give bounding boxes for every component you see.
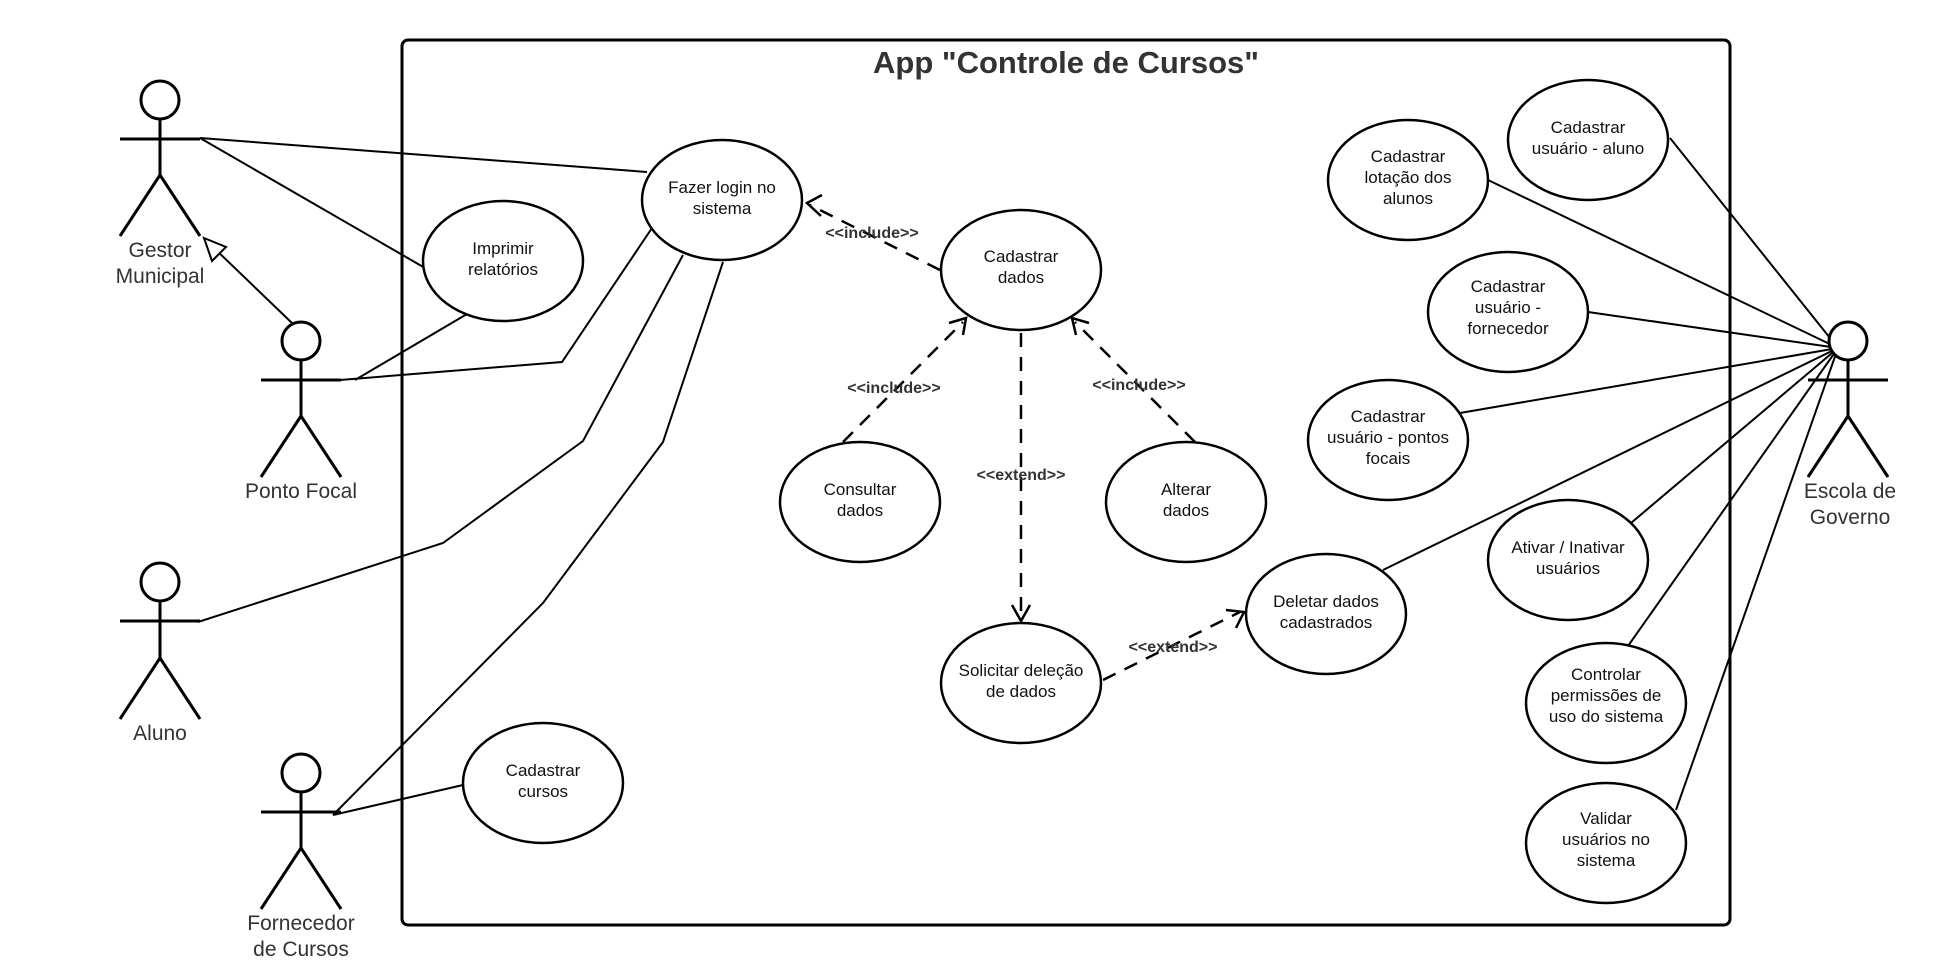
label-extend-deletar: <<extend>> <box>1129 639 1218 656</box>
svg-text:Controlar: Controlar <box>1571 665 1641 684</box>
assoc-gestor-imprimir <box>199 137 426 269</box>
uc-deletar-dados: Deletar dados cadastrados <box>1244 552 1408 676</box>
actor-gestor-municipal-icon <box>118 79 202 237</box>
assoc-fornecedor-login <box>332 261 724 816</box>
svg-text:sistema: sistema <box>693 199 752 218</box>
actor-escola-label-2: Governo <box>1810 506 1891 529</box>
uc-cadastrar-fornecedor: Cadastrar usuário - fornecedor <box>1426 250 1590 374</box>
svg-text:cursos: cursos <box>518 782 568 801</box>
svg-text:usuário - aluno: usuário - aluno <box>1532 139 1644 158</box>
uc-alterar-dados: Alterar dados <box>1104 440 1268 564</box>
svg-text:usuário -: usuário - <box>1475 298 1541 317</box>
svg-text:lotação dos: lotação dos <box>1365 168 1452 187</box>
svg-text:Imprimir: Imprimir <box>472 239 534 258</box>
generalization-arrow <box>202 236 293 324</box>
svg-text:Deletar dados: Deletar dados <box>1273 592 1379 611</box>
uc-cadastrar-usuario-aluno: Cadastrar usuário - aluno <box>1506 78 1670 202</box>
svg-text:Cadastrar: Cadastrar <box>506 761 581 780</box>
assoc-aluno-login <box>197 254 684 623</box>
actor-aluno-icon <box>118 561 202 720</box>
svg-text:usuário - pontos: usuário - pontos <box>1327 428 1449 447</box>
svg-text:fornecedor: fornecedor <box>1467 319 1549 338</box>
actor-ponto-focal-label: Ponto Focal <box>245 480 357 503</box>
svg-text:Cadastrar: Cadastrar <box>1351 407 1426 426</box>
uc-cadastrar-lotacao: Cadastrar lotação dos alunos <box>1326 118 1490 242</box>
svg-text:Consultar: Consultar <box>824 480 897 499</box>
actor-ponto-focal-icon <box>259 320 343 478</box>
svg-text:alunos: alunos <box>1383 189 1433 208</box>
actor-gestor-label-2: Municipal <box>116 265 205 288</box>
uc-imprimir-relatorios: Imprimir relatórios <box>421 199 585 323</box>
svg-text:relatórios: relatórios <box>468 260 538 279</box>
assoc-fornecedor-cursos <box>332 784 464 816</box>
uc-controlar-permissoes: Controlar permissões de uso do sistema <box>1524 641 1688 765</box>
svg-text:usuários no: usuários no <box>1562 830 1650 849</box>
label-include-consultar: <<include>> <box>847 380 940 397</box>
svg-text:Cadastrar: Cadastrar <box>1371 147 1446 166</box>
svg-text:Solicitar deleção: Solicitar deleção <box>959 661 1084 680</box>
svg-text:permissões de: permissões de <box>1551 686 1662 705</box>
dependencies <box>804 193 1246 682</box>
svg-text:focais: focais <box>1366 449 1410 468</box>
actor-fornecedor-label-1: Fornecedor <box>247 912 354 935</box>
assoc-ponto-imprimir <box>354 313 468 381</box>
actor-fornecedor-label-2: de Cursos <box>253 938 349 961</box>
uc-cadastrar-dados: Cadastrar dados <box>939 208 1103 332</box>
escola-associations <box>1382 137 1839 811</box>
uc-cadastrar-cursos: Cadastrar cursos <box>461 721 625 845</box>
svg-text:Cadastrar: Cadastrar <box>1471 277 1546 296</box>
svg-text:usuários: usuários <box>1536 559 1600 578</box>
label-include-alterar: <<include>> <box>1092 377 1185 394</box>
uc-validar-usuarios: Validar usuários no sistema <box>1524 781 1688 905</box>
svg-text:Cadastrar: Cadastrar <box>1551 118 1626 137</box>
actor-escola-governo-icon <box>1806 320 1890 478</box>
svg-text:Validar: Validar <box>1580 809 1632 828</box>
actor-fornecedor-icon <box>259 752 343 910</box>
uc-ativar-inativar: Ativar / Inativar usuários <box>1486 498 1650 622</box>
svg-text:de dados: de dados <box>986 682 1056 701</box>
svg-text:Alterar: Alterar <box>1161 480 1211 499</box>
actor-escola-label-1: Escola de <box>1804 480 1896 503</box>
actor-gestor-label-1: Gestor <box>128 239 191 262</box>
label-include-login: <<include>> <box>825 225 918 242</box>
svg-text:Fazer login no: Fazer login no <box>668 178 776 197</box>
svg-text:Ativar / Inativar: Ativar / Inativar <box>1511 538 1625 557</box>
assoc-ponto-login <box>339 227 653 381</box>
associations <box>197 137 1839 816</box>
uc-solicitar-delecao: Solicitar deleção de dados <box>939 621 1103 745</box>
system-boundary <box>400 38 1732 927</box>
svg-text:uso do sistema: uso do sistema <box>1549 707 1664 726</box>
svg-text:Cadastrar: Cadastrar <box>984 247 1059 266</box>
assoc-gestor-login <box>199 137 648 173</box>
svg-text:dados: dados <box>837 501 883 520</box>
svg-text:sistema: sistema <box>1577 851 1636 870</box>
label-extend-solicitar: <<extend>> <box>977 467 1066 484</box>
system-title: App "Controle de Cursos" <box>873 45 1259 80</box>
actor-aluno-label: Aluno <box>133 722 187 745</box>
uc-fazer-login: Fazer login no sistema <box>640 138 804 262</box>
uc-cadastrar-pontos-focais: Cadastrar usuário - pontos focais <box>1306 378 1470 502</box>
svg-text:dados: dados <box>998 268 1044 287</box>
uc-consultar-dados: Consultar dados <box>778 440 942 564</box>
svg-text:dados: dados <box>1163 501 1209 520</box>
svg-text:cadastrados: cadastrados <box>1280 613 1373 632</box>
